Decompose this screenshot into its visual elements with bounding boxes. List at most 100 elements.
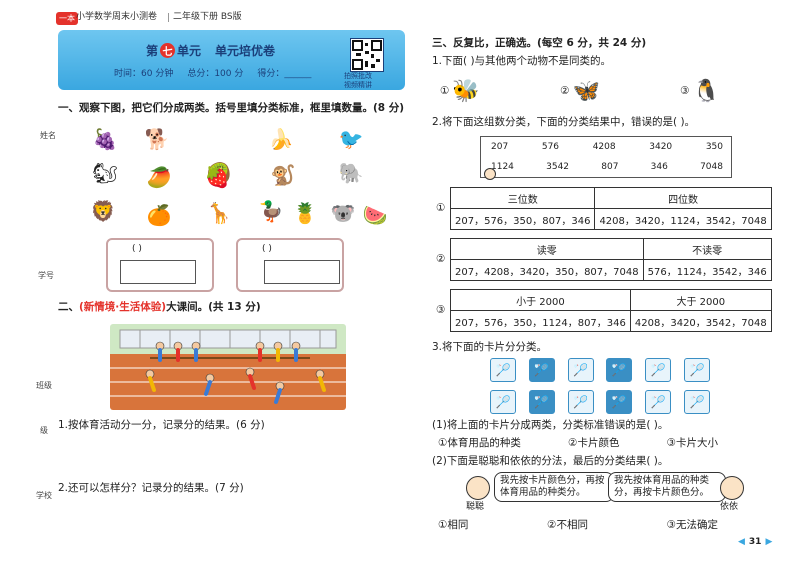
badminton-icon: 🏸: [645, 358, 672, 382]
table-cell: 576，1124，3542，346: [642, 259, 772, 281]
q3-s2: (2)下面是聪聪和依依的分法，最后的分类结果( )。: [432, 455, 669, 467]
option-mark-2[interactable]: ②: [436, 253, 446, 265]
table-header-cell: 小于 2000: [450, 289, 631, 311]
giraffe-icon: 🦒: [206, 201, 232, 225]
full-score-label: 总分：100 分: [187, 69, 244, 79]
choice-option[interactable]: ③卡片大小: [666, 437, 718, 449]
shuttlecock-icon: 🏸: [606, 358, 633, 382]
speech-bubble-congcong: 我先按卡片颜色分，再按 体育用品的种类分。: [494, 472, 614, 502]
series-title: 小学数学周末小测卷: [76, 12, 158, 22]
q1-image-grid: 🍇🐕🍌🐦🐿🥭🥝🐒🐘🦁🍊🍓🦆🦒🍍🐨🍉: [80, 120, 388, 232]
table-row: 三位数四位数: [449, 187, 772, 209]
shuttlecock-icon: 🏸: [683, 390, 710, 414]
page-footer: ◀ 31 ▶: [738, 538, 772, 547]
animal-option-3[interactable]: ③🐧: [680, 76, 720, 106]
card-row-2: 🏸🏸🏸🏸🏸🏸: [490, 390, 710, 414]
unit-title: 第 七 单元 单元培优卷: [146, 43, 276, 58]
badminton-icon: 🏸: [528, 358, 555, 382]
side-label-name: 姓名: [40, 131, 56, 140]
penguin-icon: 🐧: [692, 78, 720, 104]
count-box-2[interactable]: [264, 260, 340, 284]
criterion-paren-2[interactable]: ( ): [262, 244, 272, 254]
shuttlecock-icon: 🏸: [567, 358, 594, 382]
q1-heading: 一、观察下图，把它们分成两类。括号里填分类标准，框里填数量。(8 分): [58, 102, 405, 114]
q3-s1: (1)将上面的卡片分成两类，分类标准错误的是( )。: [432, 419, 669, 431]
strawberry-icon: 🍓: [204, 165, 230, 189]
prev-page-arrow-icon[interactable]: ◀: [738, 537, 745, 547]
q3-sub2: 2.将下面这组数分类，下面的分类结果中，错误的是( )。: [432, 116, 696, 128]
series-badge: 一本: [56, 12, 78, 25]
number-item: 7048: [700, 162, 723, 172]
unit-number: 七: [160, 43, 176, 58]
number-item: 3542: [546, 162, 570, 172]
animal-option-2[interactable]: ②🦋: [560, 76, 600, 106]
side-label-grade: 级: [40, 426, 48, 435]
choice-option[interactable]: ②不相同: [547, 519, 588, 531]
qr-code-icon[interactable]: [350, 38, 384, 72]
option-mark-3[interactable]: ③: [436, 304, 446, 316]
badminton-icon: 🏸: [528, 390, 555, 414]
option-mark-1[interactable]: ①: [436, 202, 446, 214]
dragonfruit-icon: 🥭: [146, 165, 172, 189]
banana-icon: 🍌: [268, 127, 294, 151]
choice-option[interactable]: ①体育用品的种类: [438, 437, 521, 449]
table-header-cell: 读零: [450, 238, 644, 260]
table-cell: 4208，3420，3542，7048: [629, 310, 772, 332]
yiyi-avatar: [720, 476, 744, 500]
option-mark: ①: [440, 84, 450, 97]
choice-option[interactable]: ②卡片颜色: [568, 437, 620, 449]
number-item: 350: [705, 142, 723, 152]
q3-sub1-options: ①🐝 ②🦋 ③🐧: [440, 76, 720, 106]
badminton-icon: 🏸: [645, 390, 672, 414]
table-cell: 207，4208，3420，350，807，7048: [450, 259, 644, 281]
number-item: 207: [491, 142, 509, 152]
watermelon-icon: 🍉: [362, 203, 388, 227]
table-header-cell: 四位数: [594, 187, 772, 209]
q3-sub3: 3.将下面的卡片分分类。: [432, 341, 548, 353]
table-cell: 207，576，350，1124，807，346: [450, 310, 631, 332]
table-row: 读零不读零: [450, 238, 772, 260]
shuttlecock-icon: 🏸: [683, 358, 710, 382]
number-item: 4208: [592, 142, 616, 152]
number-item: 1124: [491, 162, 514, 172]
time-label: 时间：60 分钟: [114, 69, 174, 79]
monkey-icon: 🐒: [270, 163, 296, 187]
score-field[interactable]: 得分：______: [257, 69, 312, 79]
q3-s2-options: ①相同 ②不相同 ③无法确定: [438, 520, 718, 531]
qr-caption: 拍照批改 视频精讲: [344, 72, 372, 89]
count-box-1[interactable]: [120, 260, 196, 284]
criterion-paren-1[interactable]: ( ): [132, 244, 142, 254]
badminton-icon: 🏸: [490, 358, 516, 382]
q2-sub2: 2.还可以怎样分？记录分的结果。(7 分): [58, 482, 244, 494]
table-header-cell: 三位数: [449, 187, 596, 209]
grapes-icon: 🍇: [92, 127, 118, 151]
next-page-arrow-icon[interactable]: ▶: [765, 537, 773, 547]
choice-option[interactable]: ①相同: [438, 519, 469, 531]
child-figure-icon: [484, 168, 496, 180]
bee-icon: 🐝: [452, 78, 480, 104]
animal-option-1[interactable]: ①🐝: [440, 76, 480, 106]
speech-bubble-yiyi: 我先按体育用品的种类 分，再按卡片颜色分。: [608, 472, 726, 502]
koala-icon: 🐨: [330, 201, 356, 225]
choice-option[interactable]: ③无法确定: [666, 519, 718, 531]
grade-label: 二年级下册 BS版: [168, 13, 242, 22]
squirrel-icon: 🐿: [92, 161, 118, 185]
shuttlecock-icon: 🏸: [606, 390, 633, 414]
unit-banner: 第 七 单元 单元培优卷 时间：60 分钟 总分：100 分 得分：______…: [58, 30, 405, 90]
side-label-school: 学校: [36, 491, 52, 500]
kiwi-icon: 🥝: [206, 161, 232, 185]
table-header-cell: 大于 2000: [629, 289, 772, 311]
side-label-number: 学号: [38, 271, 54, 280]
q2-sub1: 1.按体育活动分一分，记录分的结果。(6 分): [58, 419, 265, 431]
category-frame-2: ( ): [236, 238, 344, 292]
name-yiyi: 依依: [720, 502, 739, 512]
